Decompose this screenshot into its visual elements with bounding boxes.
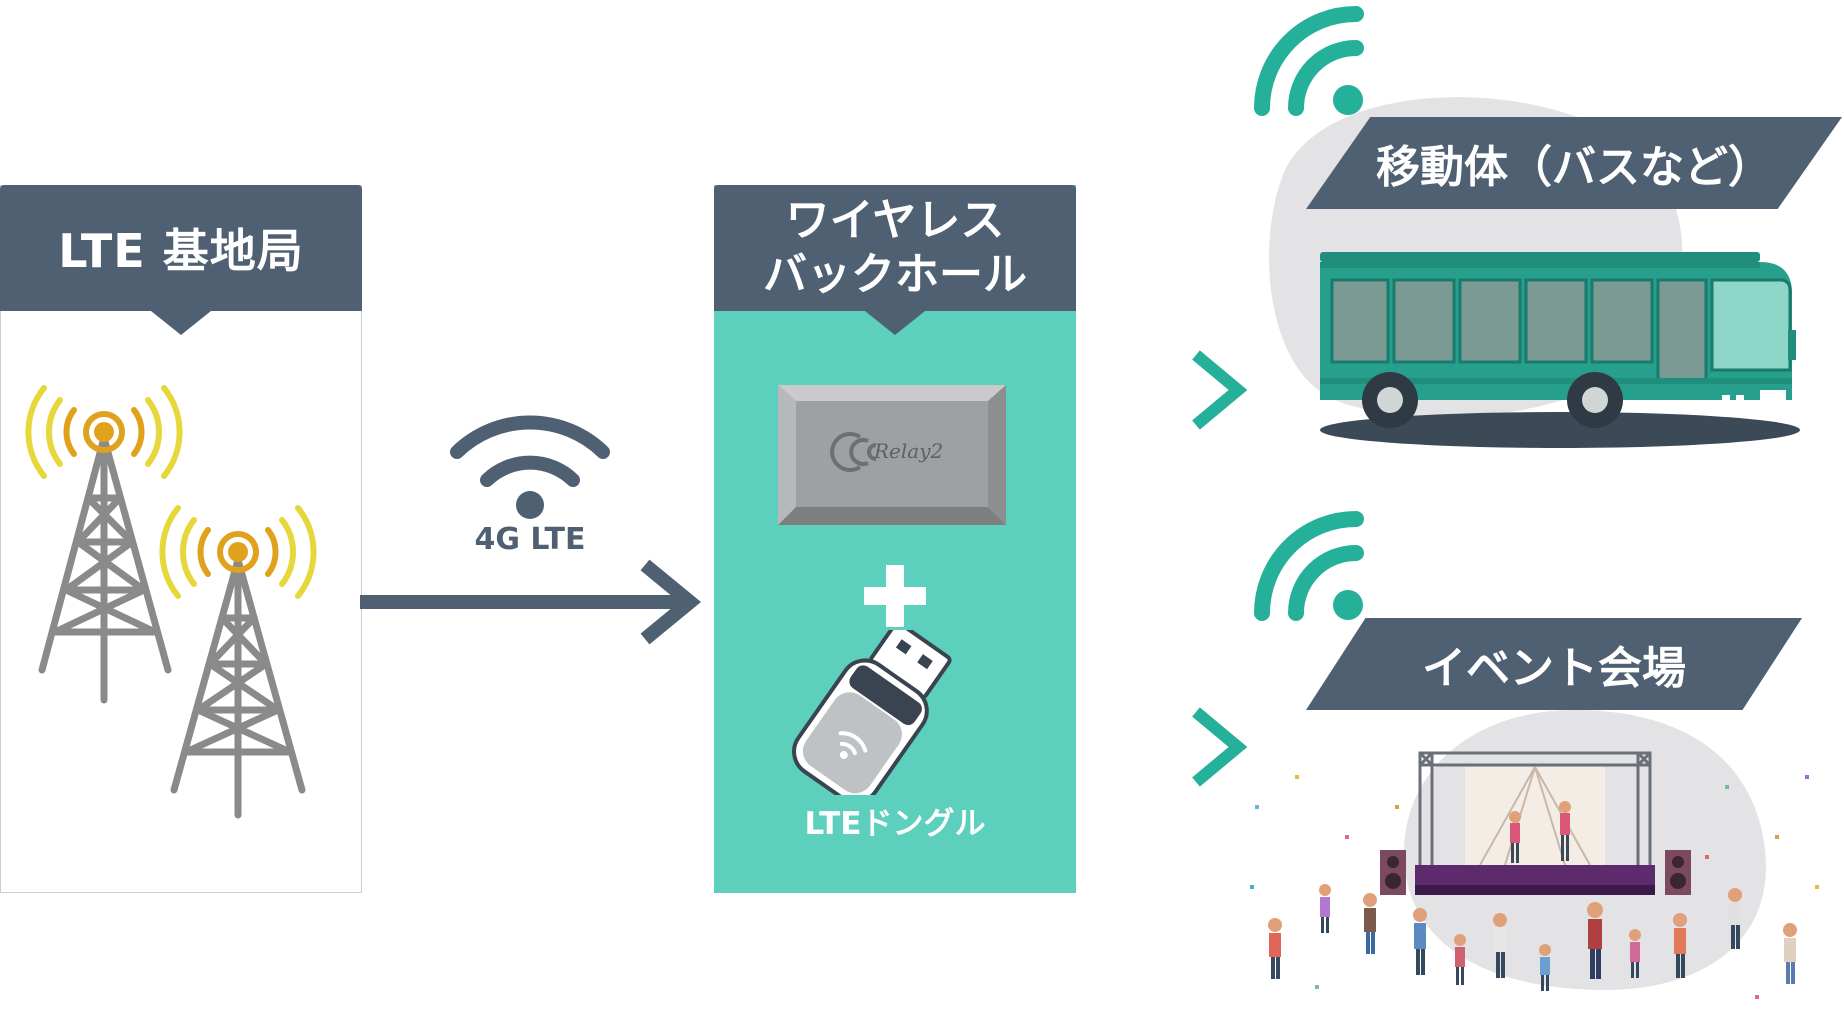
base-station-title-text: LTE 基地局 (58, 224, 304, 278)
tower-1-icon (38, 434, 172, 704)
event-title-banner: イベント会場 (1306, 618, 1802, 710)
antenna-2-signal-icon (159, 505, 317, 599)
base-station-title: LTE 基地局 (0, 185, 362, 311)
backhaul-title: ワイヤレス バックホール (714, 185, 1076, 311)
mobile-title-banner: 移動体（バスなど） (1306, 117, 1842, 209)
wifi-dark-icon (450, 415, 610, 519)
dongle-label: LTEドングル (804, 806, 986, 842)
mobile-title: 移動体（バスなど） (1376, 142, 1772, 193)
arrow-to-event (1076, 707, 1248, 787)
wifi-teal-mobile-icon (1254, 6, 1364, 116)
link-label: 4G LTE (474, 522, 586, 557)
base-station-title-caret (151, 311, 211, 335)
relay2-device: Relay2 (778, 385, 1006, 525)
arrow-to-backhaul (360, 559, 702, 645)
wifi-teal-event-icon (1254, 511, 1364, 621)
crowd (1268, 884, 1797, 991)
relay2-device-body-icon (778, 385, 1006, 525)
tower-2-icon (170, 556, 306, 819)
backhaul-title-line2: バックホール (763, 249, 1027, 300)
lte-dongle-icon (792, 630, 952, 795)
concert-illustration (1250, 751, 1819, 999)
plus-icon (864, 565, 926, 627)
arrow-to-mobile (1076, 350, 1248, 430)
backhaul-title-caret (865, 311, 925, 335)
event-title: イベント会場 (1422, 643, 1686, 694)
relay2-brand: Relay2 (874, 439, 944, 463)
antenna-1-signal-icon (25, 385, 183, 479)
backhaul-title-line1: ワイヤレス (785, 195, 1005, 246)
lte-tower-icons (25, 385, 317, 819)
bus-icon (1320, 252, 1800, 448)
